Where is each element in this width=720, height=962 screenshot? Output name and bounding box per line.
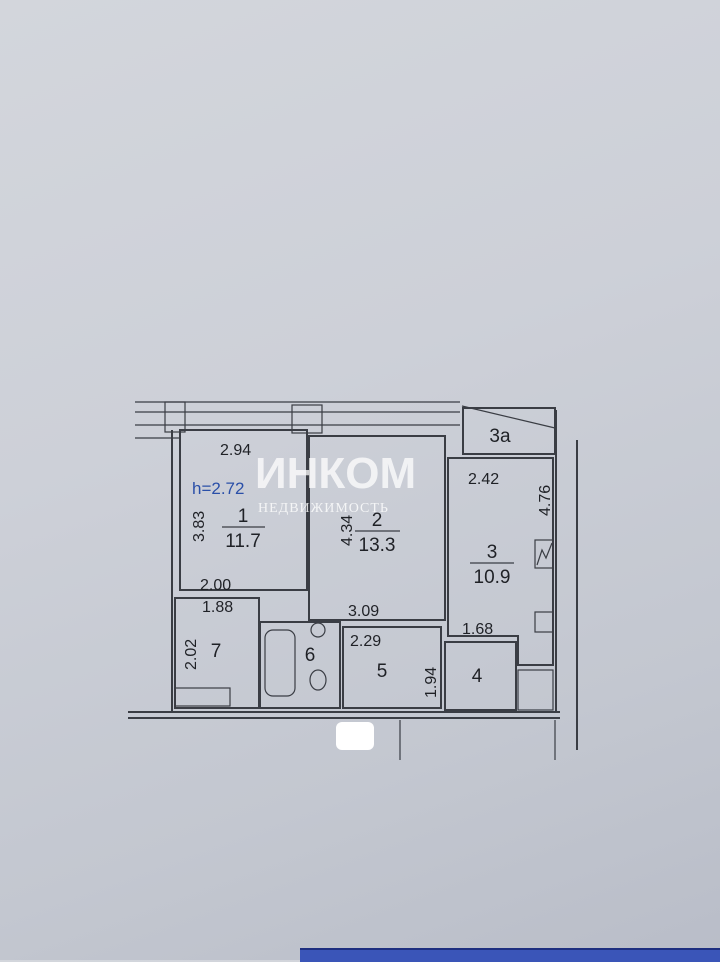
room-6-number: 6 (305, 645, 316, 666)
dim-room2-width: 3.09 (348, 603, 379, 620)
dim-room5-width: 2.29 (350, 633, 381, 650)
room-2-area: 13.3 (359, 535, 396, 556)
watermark-tagline: НЕДВИЖИМОСТЬ (258, 501, 389, 516)
outer-walls (128, 401, 578, 760)
dim-room3-length: 4.76 (537, 485, 554, 516)
dim-room1-length: 3.83 (191, 511, 208, 542)
table-edge (300, 948, 720, 962)
room-4-number: 4 (472, 666, 483, 687)
room-1-area: 11.7 (225, 531, 261, 552)
ceiling-height: h=2.72 (192, 479, 244, 498)
sink-icon (534, 611, 554, 633)
room-3-area: 10.9 (474, 567, 511, 588)
room-3a-number: 3а (489, 426, 511, 447)
room-7-number: 7 (211, 641, 222, 662)
room-5-number: 5 (377, 661, 388, 682)
dim-room1-width: 2.94 (220, 442, 251, 459)
room-3 (447, 457, 554, 666)
room-1-number: 1 (238, 506, 249, 527)
dim-room7-length: 2.02 (183, 639, 200, 670)
room-6 (259, 621, 341, 709)
dim-room2-length: 4.34 (339, 515, 356, 546)
dim-room7-width: 1.88 (202, 599, 233, 616)
dim-hall-width: 2.00 (200, 577, 231, 594)
room-2 (308, 435, 446, 621)
stove-icon (534, 539, 554, 569)
room-3a (462, 407, 556, 455)
toilet-icon (309, 669, 327, 691)
room-4 (444, 641, 517, 711)
room-1 (179, 429, 308, 591)
redaction-patch (336, 722, 374, 750)
watermark-logo: ИНКОМ (255, 449, 416, 498)
washbasin-icon (310, 622, 326, 638)
room-3-number: 3 (487, 542, 498, 563)
dim-room3-width: 2.42 (468, 471, 499, 488)
dim-room5-length: 1.94 (423, 667, 440, 698)
room-2-number: 2 (372, 510, 383, 531)
dim-room4-width: 1.68 (462, 621, 493, 638)
room-5 (342, 626, 442, 709)
bathtub-icon (264, 629, 296, 697)
